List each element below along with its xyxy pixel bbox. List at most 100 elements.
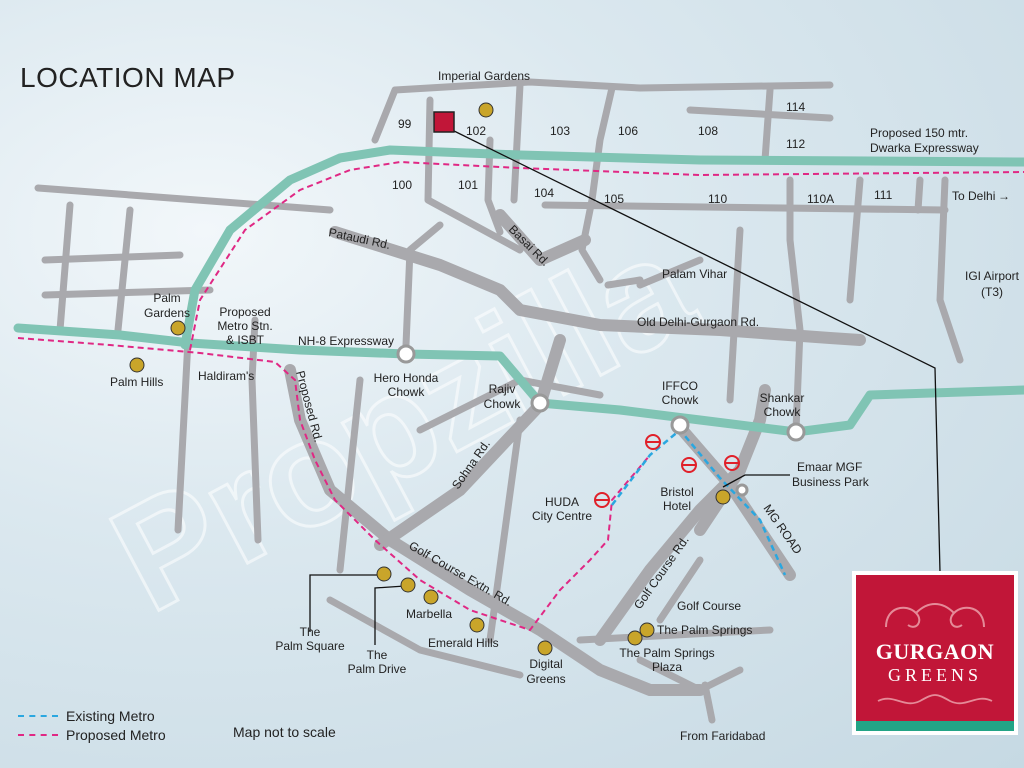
scale-note: Map not to scale bbox=[233, 724, 336, 740]
sector-label: 108 bbox=[698, 124, 718, 138]
sector-label: 99 bbox=[398, 117, 412, 131]
hero-honda-chowk-label: Hero Honda bbox=[374, 371, 439, 385]
shankar-chowk-label: Chowk bbox=[764, 405, 802, 419]
sector-label: 104 bbox=[534, 186, 554, 200]
emaar-mgf-pin bbox=[715, 489, 731, 505]
metro-station-icon bbox=[724, 455, 740, 471]
map-legend: Existing Metro Proposed Metro bbox=[18, 706, 166, 744]
sector-label: 110 bbox=[708, 192, 727, 206]
palam-vihar-label: Palam Vihar bbox=[662, 267, 727, 281]
sector-label: 106 bbox=[618, 124, 638, 138]
emaar-mgf-label: Emaar MGF bbox=[797, 460, 862, 474]
hero-honda-chowk-marker bbox=[396, 344, 416, 364]
shankar-chowk-label: Shankar bbox=[760, 391, 805, 405]
palm-gardens-label: Gardens bbox=[144, 306, 190, 320]
huda-city-centre-label: City Centre bbox=[532, 509, 592, 523]
logo-accent-bar bbox=[856, 721, 1014, 731]
palm-hills-pin bbox=[129, 357, 145, 373]
legend-proposed-metro: Proposed Metro bbox=[18, 725, 166, 744]
old-delhi-gurgaon-road-label: Old Delhi-Gurgaon Rd. bbox=[637, 315, 759, 329]
haldirams-label: Haldiram's bbox=[198, 369, 254, 383]
sector-labels: 99 102 103 106 108 114 112 100 101 104 1… bbox=[392, 100, 893, 206]
page-title: LOCATION MAP bbox=[20, 62, 236, 93]
iffco-chowk-label: IFFCO bbox=[662, 379, 698, 393]
nh8-expressway-label: NH-8 Expressway bbox=[298, 334, 394, 348]
legend-existing-metro: Existing Metro bbox=[18, 706, 166, 725]
to-delhi-label: To Delhi bbox=[952, 189, 995, 203]
arrow-right-icon: → bbox=[998, 189, 1010, 203]
palm-springs-plaza-label: The Palm Springs bbox=[619, 646, 714, 660]
emaar-leader-line bbox=[722, 474, 790, 488]
site-leader-line bbox=[447, 127, 941, 573]
sector-label: 103 bbox=[550, 124, 570, 138]
digital-greens-label: Greens bbox=[526, 672, 565, 686]
ornament-icon bbox=[885, 603, 985, 628]
ornament-icon bbox=[877, 694, 993, 705]
emaar-mgf-label: Business Park bbox=[792, 475, 870, 489]
igi-airport-label: IGI Airport bbox=[965, 269, 1020, 283]
golf-course-label: Golf Course bbox=[677, 599, 741, 613]
emerald-hills-pin bbox=[469, 617, 485, 633]
marbella-label: Marbella bbox=[406, 607, 452, 621]
emerald-hills-label: Emerald Hills bbox=[428, 636, 499, 650]
huda-city-centre-label: HUDA bbox=[545, 495, 579, 509]
sector-label: 100 bbox=[392, 178, 412, 192]
iffco-chowk-label: Chowk bbox=[662, 393, 700, 407]
dwarka-expressway-label: Dwarka Expressway bbox=[870, 141, 979, 155]
rajiv-chowk-marker bbox=[530, 393, 550, 413]
palm-square-label: The bbox=[300, 625, 321, 639]
marbella-pin bbox=[423, 589, 439, 605]
dwarka-expressway-line bbox=[180, 145, 1024, 350]
digital-greens-label: Digital bbox=[529, 657, 562, 671]
palm-square-label: Palm Square bbox=[275, 639, 345, 653]
place-labels: Imperial Gardens Palam Vihar IGI Airport… bbox=[110, 69, 1020, 686]
sector-label: 114 bbox=[786, 100, 805, 114]
rajiv-chowk-label: Chowk bbox=[484, 397, 522, 411]
palm-square-leader-line bbox=[309, 574, 383, 632]
rajiv-chowk-label: Rajiv bbox=[489, 382, 516, 396]
digital-greens-pin bbox=[537, 640, 553, 656]
palm-drive-pin bbox=[400, 577, 416, 593]
sector-label: 111 bbox=[874, 188, 893, 202]
mg-road-junction-marker bbox=[735, 483, 749, 497]
logo-line-1: GURGAON bbox=[875, 639, 995, 664]
sector-label: 112 bbox=[786, 137, 805, 151]
palm-drive-label: Palm Drive bbox=[348, 662, 407, 676]
road-network bbox=[34, 78, 964, 724]
existing-metro-line bbox=[611, 428, 787, 576]
palm-springs-plaza-pin bbox=[627, 630, 643, 646]
iffco-chowk-marker bbox=[670, 415, 690, 435]
shankar-chowk-marker bbox=[786, 422, 806, 442]
proposed-metro-isbt-label: & ISBT bbox=[226, 333, 265, 347]
metro-station-icon bbox=[681, 457, 697, 473]
sector-label: 110A bbox=[807, 192, 834, 206]
sector-label: 105 bbox=[604, 192, 624, 206]
metro-station-icon bbox=[594, 492, 610, 508]
palm-hills-label: Palm Hills bbox=[110, 375, 163, 389]
legend-label: Existing Metro bbox=[66, 707, 155, 724]
palm-drive-label: The bbox=[367, 648, 388, 662]
metro-lines bbox=[17, 160, 1024, 632]
legend-swatch bbox=[18, 714, 58, 717]
sector-label: 102 bbox=[466, 124, 486, 138]
sector-label: 101 bbox=[458, 178, 478, 192]
from-faridabad-label: From Faridabad bbox=[680, 729, 765, 743]
legend-swatch bbox=[18, 733, 58, 736]
imperial-gardens-label: Imperial Gardens bbox=[438, 69, 530, 83]
metro-station-icon bbox=[645, 434, 661, 450]
pataudi-road-label: Pataudi Rd. bbox=[327, 225, 391, 252]
logo-line-2: GREENS bbox=[887, 665, 982, 685]
igi-airport-label: (T3) bbox=[981, 285, 1003, 299]
palm-square-pin bbox=[376, 566, 392, 582]
legend-label: Proposed Metro bbox=[66, 726, 166, 743]
dwarka-expressway-label: Proposed 150 mtr. bbox=[870, 126, 968, 140]
bristol-hotel-label: Bristol bbox=[660, 485, 693, 499]
gurgaon-greens-logo: GURGAON GREENS bbox=[852, 571, 1018, 735]
site-marker-icon bbox=[433, 111, 455, 133]
imperial-gardens-pin bbox=[478, 102, 494, 118]
palm-drive-leader-line bbox=[374, 585, 406, 645]
palm-springs-label: The Palm Springs bbox=[657, 623, 752, 637]
palm-springs-plaza-label: Plaza bbox=[652, 660, 682, 674]
palm-gardens-label: Palm bbox=[153, 291, 180, 305]
